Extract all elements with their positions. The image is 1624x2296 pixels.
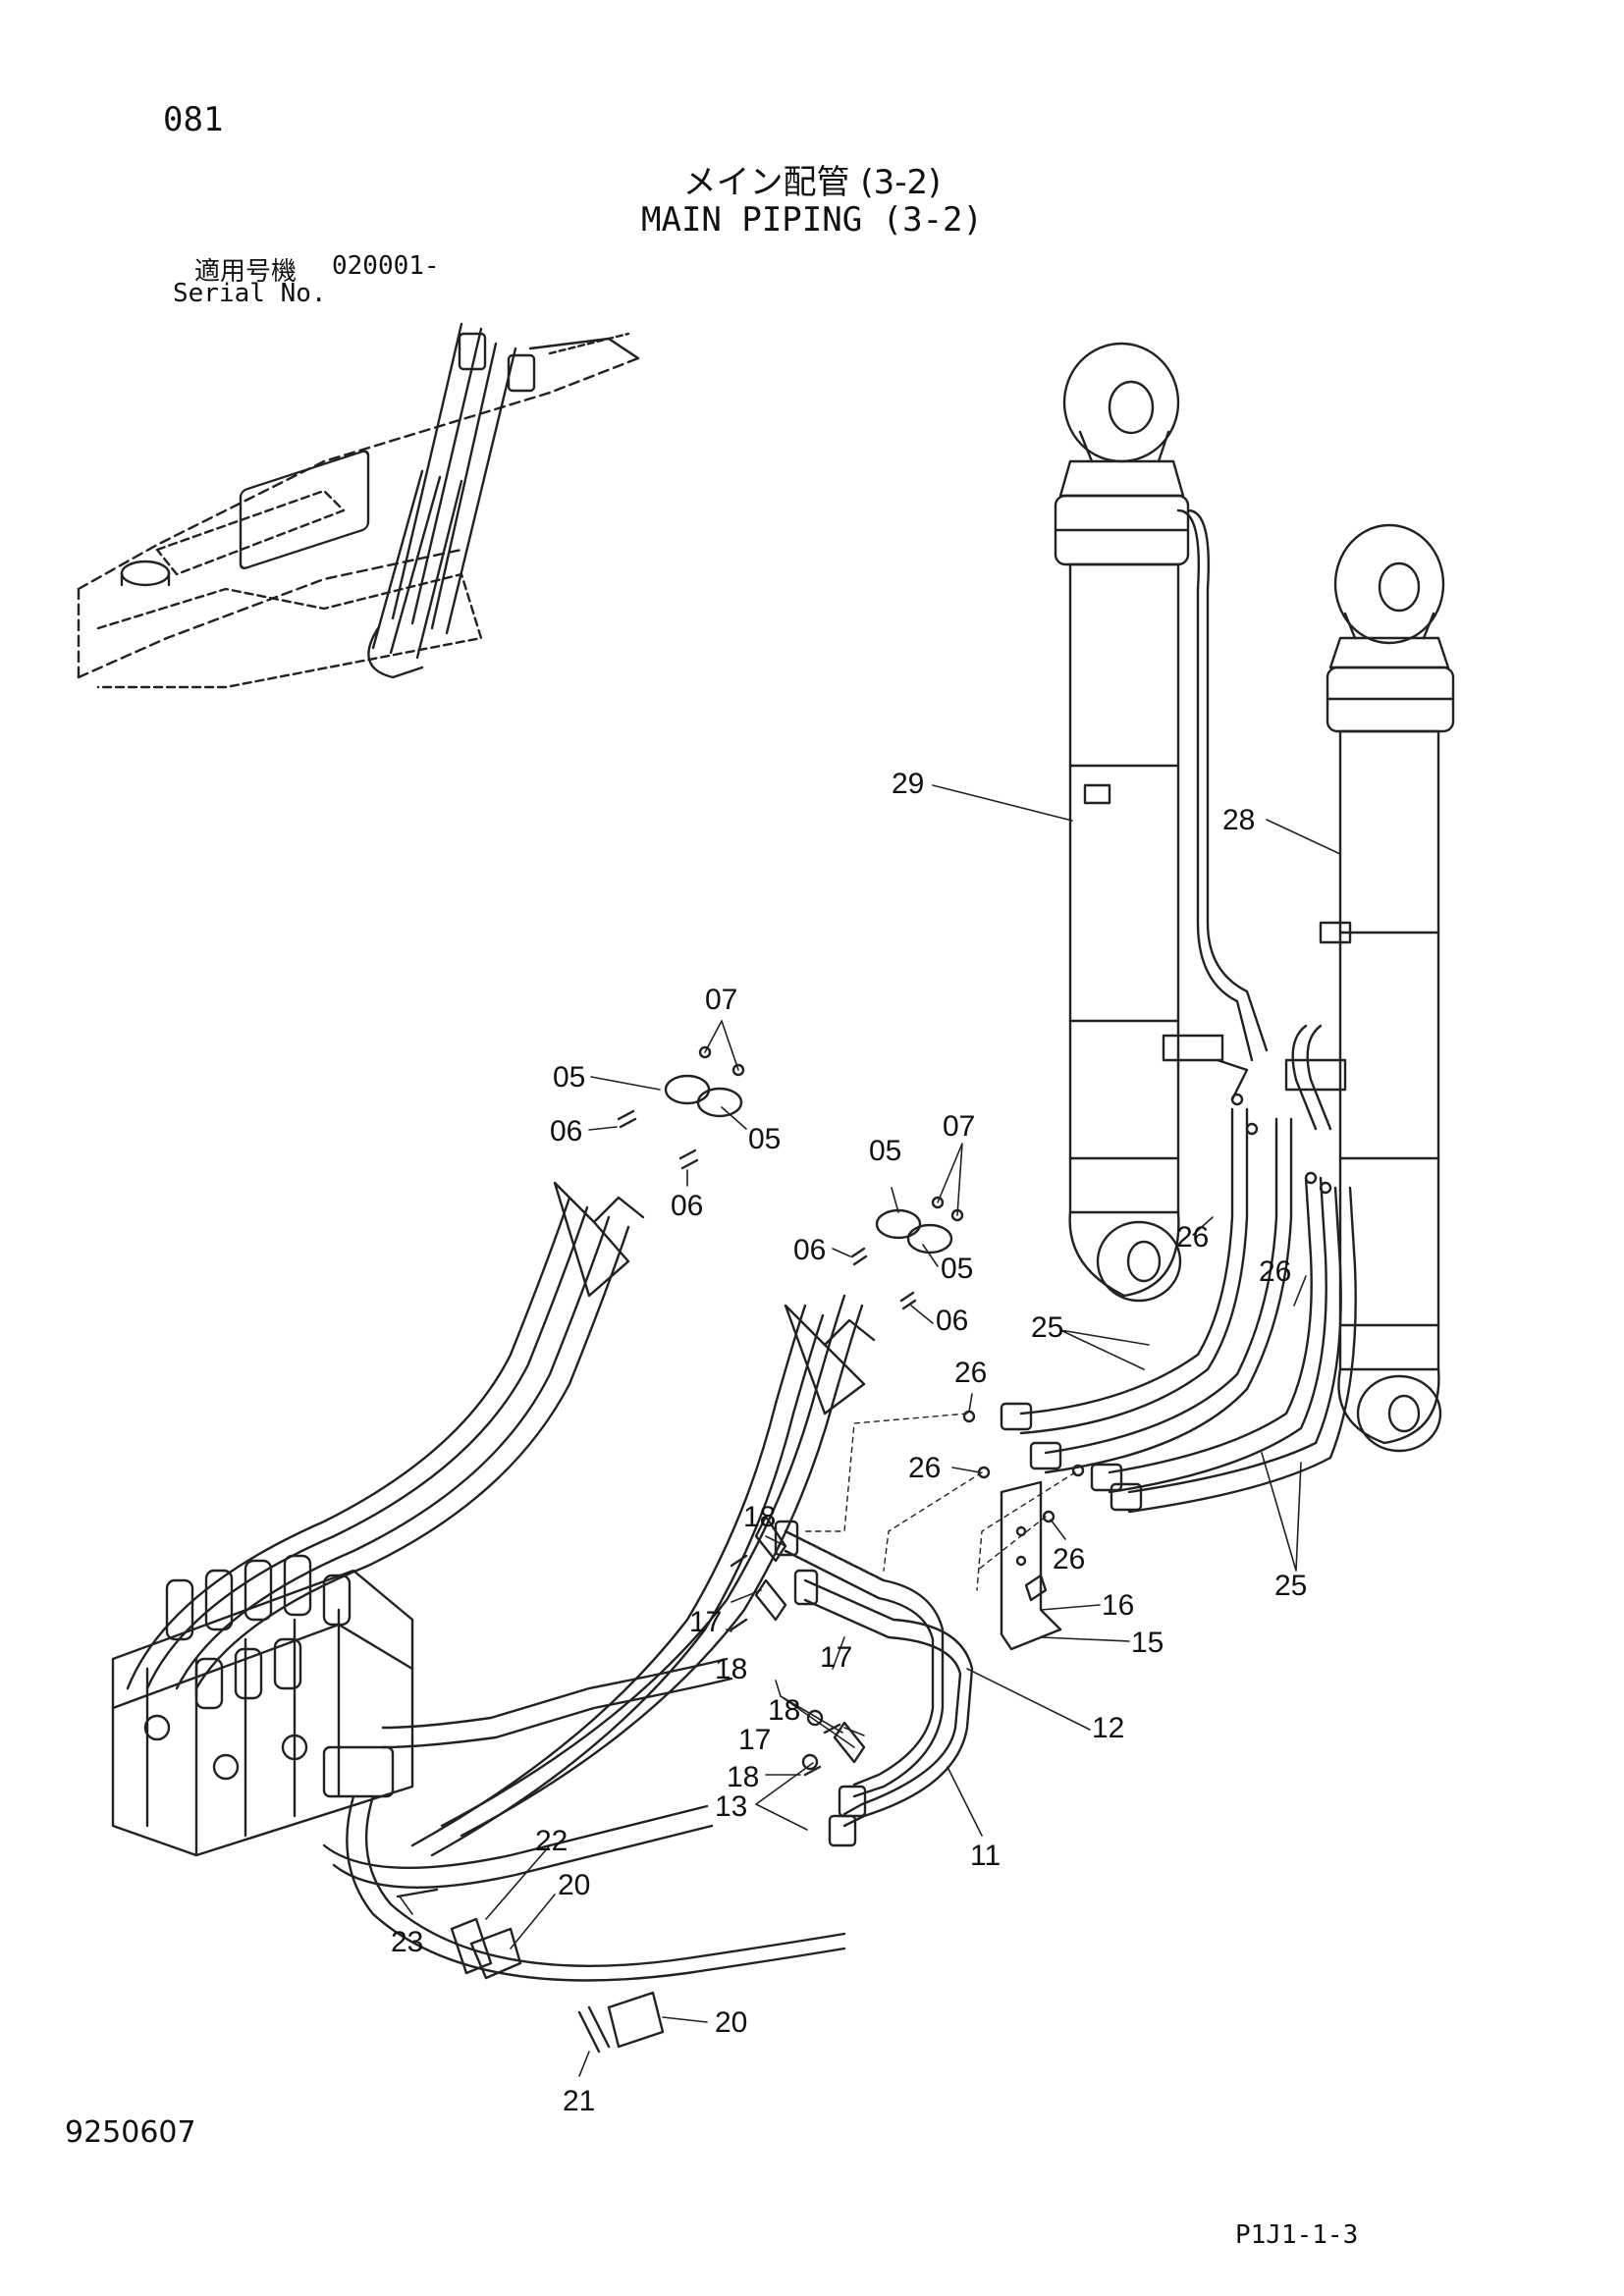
title-english: MAIN PIPING (3-2) [641,200,983,240]
hydraulic-cylinder-28 [1284,523,1455,1453]
part-labels: 29 28 07 05 06 05 06 07 05 06 05 06 26 2… [391,768,1307,2117]
part-label-26: 26 [908,1452,941,1484]
part-label-12: 12 [1092,1712,1124,1744]
part-label-28: 28 [1222,804,1255,836]
part-label-06: 06 [936,1305,968,1337]
part-label-25: 25 [1031,1311,1063,1344]
part-label-18: 17 [820,1641,852,1674]
hoses-to-clamps-05 [126,1181,876,1857]
machine-overview-inset [77,322,640,689]
part-label-17: 17 [738,1724,771,1756]
part-label-07: 07 [705,984,737,1016]
part-label-20: 20 [715,2006,747,2039]
serial-label-english: Serial No. [173,279,327,308]
hydraulic-cylinder-29 [1054,342,1269,1303]
part-label-15: 15 [1131,1627,1164,1659]
part-label-18: 18 [727,1761,759,1793]
part-label-26: 26 [1176,1221,1209,1254]
part-label-13: 13 [715,1790,747,1823]
control-valve [111,1554,846,1982]
part-label-26: 26 [954,1357,987,1389]
part-label-06: 06 [550,1115,582,1148]
part-label-22: 22 [535,1825,568,1857]
part-label-05: 05 [869,1135,901,1167]
part-label-18: 18 [743,1501,776,1533]
serial-value: 020001- [332,251,440,281]
part-label-26: 26 [1053,1543,1085,1575]
part-label-06: 06 [671,1190,703,1222]
hoses-25 [1000,1107,1357,1514]
title-japanese: メイン配管 (3-2) [682,163,942,202]
part-label-05: 05 [941,1253,973,1285]
page-number: 081 [163,100,224,139]
part-label-21: 21 [563,2085,595,2117]
document-id: 9250607 [65,2115,196,2150]
part-label-25: 25 [1274,1570,1307,1602]
pipes-11-12 [774,1480,1062,1847]
part-label-23: 23 [391,1926,423,1958]
serial-label-japanese: 適用号機 [194,257,298,287]
part-label-07: 07 [943,1110,975,1143]
part-label-05: 05 [748,1123,781,1155]
leader-lines [399,784,1341,2077]
sheet-code: P1J1-1-3 [1235,2220,1359,2250]
part-label-17: 17 [689,1606,722,1638]
small-parts [396,1045,1332,2054]
assembly-guides [804,1413,1076,1591]
part-label-16: 16 [1102,1589,1134,1622]
part-label-26: 26 [1259,1255,1291,1288]
part-label-06: 06 [793,1234,826,1266]
part-label-05: 05 [553,1061,585,1094]
part-label-20: 20 [558,1869,590,1901]
part-label-18: 18 [715,1653,747,1685]
part-label-17: 18 [768,1694,800,1727]
part-label-11: 11 [970,1840,1001,1872]
part-label-29: 29 [892,768,924,800]
